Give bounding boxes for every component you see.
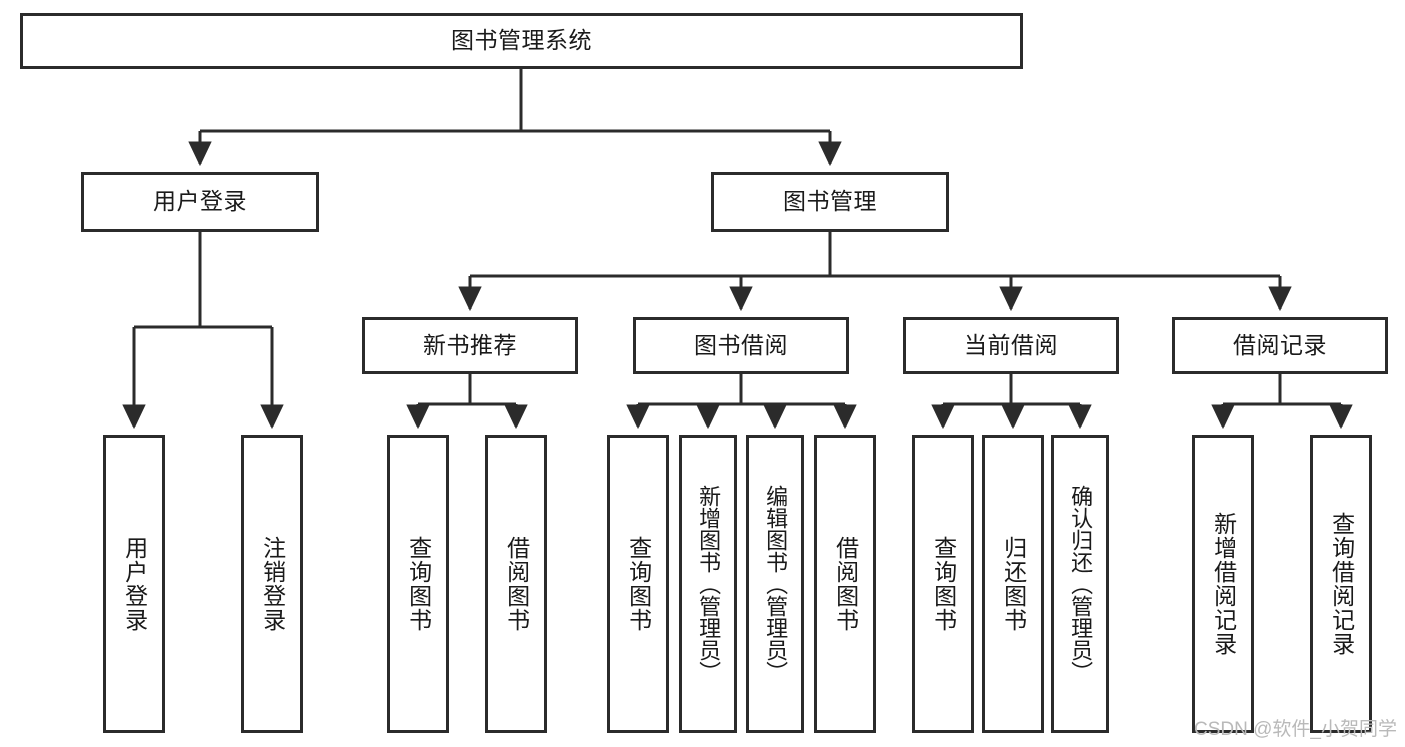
node-leaf-add-record-label: 新增借阅记录 [1210,512,1237,656]
node-leaf-borrow-book-2-label: 借阅图书 [832,536,859,632]
node-new-book-recommend-label: 新书推荐 [423,331,517,358]
node-leaf-query-book-1-label: 查询图书 [405,536,432,632]
node-leaf-borrow-book-1-label: 借阅图书 [503,536,530,632]
node-leaf-add-book-label: 新增图书（管理员） [696,485,722,683]
node-leaf-query-book-2[interactable]: 查询图书 [607,435,669,733]
node-leaf-user-login[interactable]: 用户登录 [103,435,165,733]
node-leaf-query-book-1[interactable]: 查询图书 [387,435,449,733]
node-leaf-borrow-book-1[interactable]: 借阅图书 [485,435,547,733]
node-book-borrow-label: 图书借阅 [694,331,788,358]
node-current-borrow-label: 当前借阅 [964,331,1058,358]
node-user-login-label: 用户登录 [153,188,247,215]
node-root[interactable]: 图书管理系统 [20,13,1023,69]
node-leaf-borrow-book-2[interactable]: 借阅图书 [814,435,876,733]
node-leaf-user-logout[interactable]: 注销登录 [241,435,303,733]
node-user-login[interactable]: 用户登录 [81,172,319,232]
node-root-label: 图书管理系统 [451,27,592,54]
node-borrow-record-label: 借阅记录 [1233,331,1327,358]
node-leaf-query-record[interactable]: 查询借阅记录 [1310,435,1372,733]
csdn-watermark: CSDN @软件_小贺同学 [1194,719,1397,740]
node-leaf-edit-book[interactable]: 编辑图书（管理员） [746,435,804,733]
node-leaf-return-book[interactable]: 归还图书 [982,435,1044,733]
node-leaf-confirm-return-label: 确认归还（管理员） [1068,485,1094,683]
node-leaf-user-login-label: 用户登录 [121,536,148,632]
node-book-manage[interactable]: 图书管理 [711,172,949,232]
node-leaf-add-book[interactable]: 新增图书（管理员） [679,435,737,733]
node-book-borrow[interactable]: 图书借阅 [633,317,849,374]
node-leaf-query-book-3[interactable]: 查询图书 [912,435,974,733]
node-borrow-record[interactable]: 借阅记录 [1172,317,1388,374]
node-book-manage-label: 图书管理 [783,188,877,215]
node-leaf-query-record-label: 查询借阅记录 [1328,512,1355,656]
node-leaf-return-book-label: 归还图书 [1000,536,1027,632]
node-leaf-edit-book-label: 编辑图书（管理员） [763,485,789,683]
node-leaf-query-book-2-label: 查询图书 [625,536,652,632]
node-leaf-query-book-3-label: 查询图书 [930,536,957,632]
node-leaf-user-logout-label: 注销登录 [259,536,286,632]
node-leaf-add-record[interactable]: 新增借阅记录 [1192,435,1254,733]
node-leaf-confirm-return[interactable]: 确认归还（管理员） [1051,435,1109,733]
node-new-book-recommend[interactable]: 新书推荐 [362,317,578,374]
node-current-borrow[interactable]: 当前借阅 [903,317,1119,374]
